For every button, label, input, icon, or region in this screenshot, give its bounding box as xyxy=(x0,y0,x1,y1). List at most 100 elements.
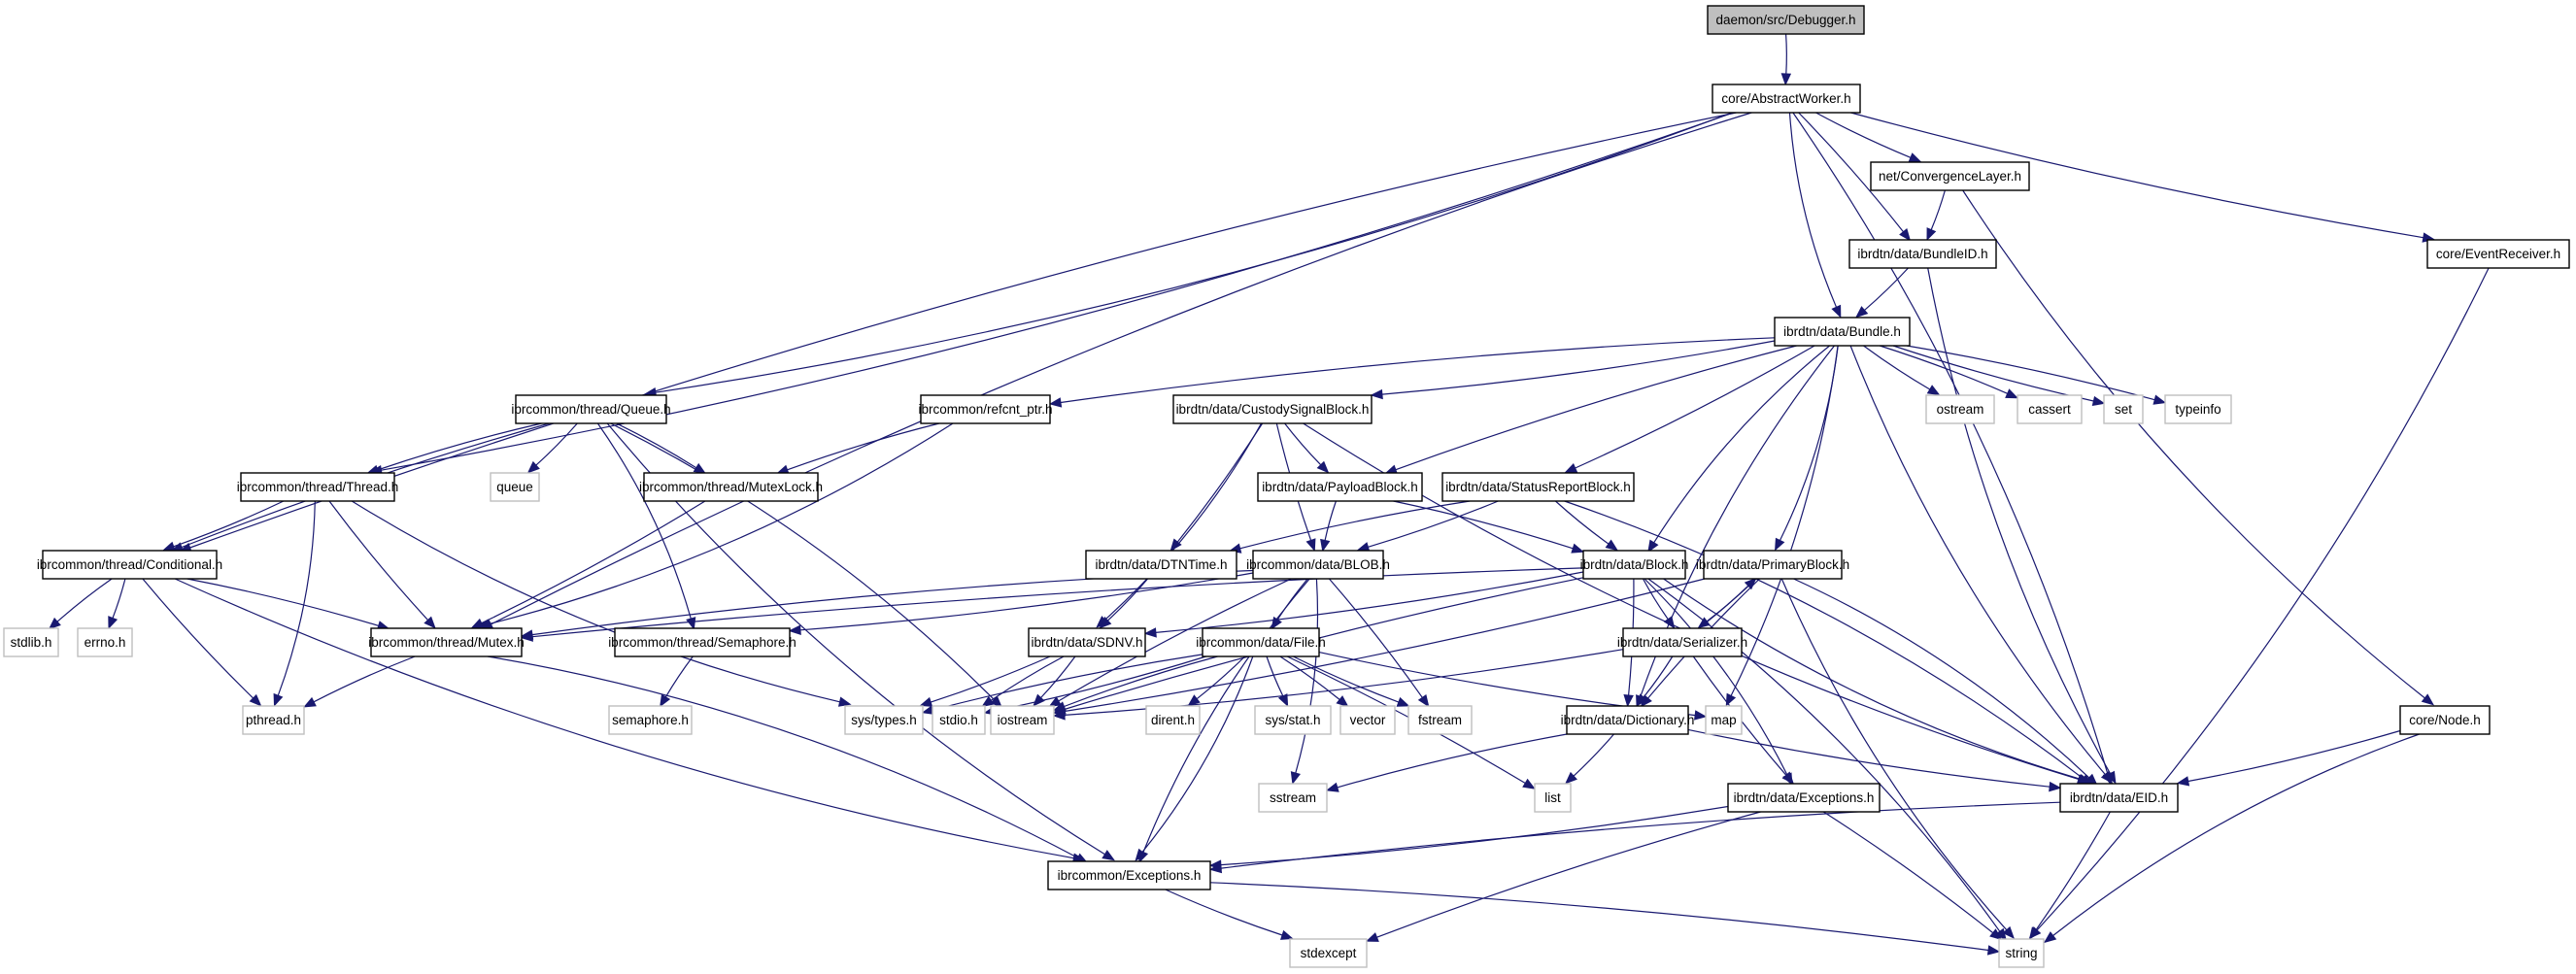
node-dtnexceptions[interactable]: ibrdtn/data/Exceptions.h xyxy=(1727,783,1881,813)
node-abstractworker[interactable]: core/AbstractWorker.h xyxy=(1712,84,1861,114)
node-box xyxy=(370,627,523,657)
edge-abstractworker-to-convergencelayer xyxy=(1815,112,1922,163)
edge-line xyxy=(1064,578,1706,713)
edge-line xyxy=(1644,578,1788,776)
node-conditional[interactable]: ibrcommon/thread/Conditional.h xyxy=(37,550,222,580)
node-box xyxy=(608,705,693,735)
node-label: stdexcept xyxy=(1301,946,1357,960)
node-block[interactable]: ibrdtn/data/Block.h xyxy=(1580,550,1689,580)
node-box xyxy=(242,705,305,735)
edge-dtnexceptions-to-stdexcept xyxy=(1365,811,1761,942)
node-label: ibrcommon/Exceptions.h xyxy=(1058,868,1202,883)
arrowhead-icon xyxy=(1052,701,1067,712)
edge-bundle-to-refcnt xyxy=(1048,337,1776,408)
arrowhead-icon xyxy=(1048,696,1062,708)
node-label: ibrdtn/data/StatusReportBlock.h xyxy=(1445,480,1631,494)
node-debugger[interactable]: daemon/src/Debugger.h xyxy=(1707,5,1865,35)
edge-line xyxy=(1040,655,1076,698)
edge-line xyxy=(990,655,1065,701)
edge-queue-to-iostream xyxy=(610,422,1003,709)
node-box xyxy=(1774,317,1911,347)
arrowhead-icon xyxy=(1417,693,1430,708)
node-refcnt[interactable]: ibrcommon/refcnt_ptr.h xyxy=(918,394,1053,424)
edge-thread-to-pthread xyxy=(273,500,316,707)
node-dirent: dirent.h xyxy=(1145,705,1201,735)
node-serializer[interactable]: ibrdtn/data/Serializer.h xyxy=(1617,627,1747,657)
edge-line xyxy=(1064,649,1624,716)
node-bundleid[interactable]: ibrdtn/data/BundleID.h xyxy=(1848,239,1997,269)
edge-line xyxy=(1930,189,1946,230)
node-dictionary[interactable]: ibrdtn/data/Dictionary.h xyxy=(1561,705,1695,735)
arrowhead-icon xyxy=(1565,771,1577,785)
node-stdio: stdio.h xyxy=(932,705,986,735)
edge-line xyxy=(1849,345,2106,775)
arrowhead-icon xyxy=(2421,693,2435,706)
node-errno: errno.h xyxy=(77,627,133,657)
arrowhead-icon xyxy=(1989,928,2003,941)
node-label: ibrcommon/thread/MutexLock.h xyxy=(639,480,823,494)
node-ostream: ostream xyxy=(1925,394,1995,424)
node-custody[interactable]: ibrdtn/data/CustodySignalBlock.h xyxy=(1172,394,1373,424)
node-box xyxy=(1870,161,2030,191)
edge-line xyxy=(1642,578,1669,620)
node-convergencelayer[interactable]: net/ConvergenceLayer.h xyxy=(1870,161,2030,191)
edge-thread-to-mutex xyxy=(328,500,436,629)
node-label: ibrcommon/refcnt_ptr.h xyxy=(918,402,1052,417)
node-exceptions[interactable]: ibrcommon/Exceptions.h xyxy=(1047,860,1211,890)
node-box xyxy=(2059,783,2179,813)
node-label: vector xyxy=(1350,713,1386,727)
node-sysstat: sys/stat.h xyxy=(1254,705,1332,735)
node-mutex[interactable]: ibrcommon/thread/Mutex.h xyxy=(368,627,525,657)
node-payload[interactable]: ibrdtn/data/PayloadBlock.h xyxy=(1257,472,1423,502)
node-node[interactable]: core/Node.h xyxy=(2399,705,2491,735)
edge-line xyxy=(1381,340,1776,395)
edge-line xyxy=(1850,112,2423,239)
edge-eventreceiver-to-string xyxy=(2028,267,2490,939)
edge-bundle-to-block xyxy=(1647,345,1830,554)
edge-line xyxy=(1324,500,1337,541)
arrowhead-icon xyxy=(660,693,671,708)
arrowhead-icon xyxy=(1781,771,1794,785)
node-dtntime[interactable]: ibrdtn/data/DTNTime.h xyxy=(1085,550,1237,580)
edge-file-to-vector xyxy=(1279,655,1349,708)
node-bundle[interactable]: ibrdtn/data/Bundle.h xyxy=(1774,317,1911,347)
node-typeinfo: typeinfo xyxy=(2164,394,2232,424)
arrowhead-icon xyxy=(1187,694,1201,707)
edge-exceptions-to-stdexcept xyxy=(1165,889,1294,940)
node-box xyxy=(1202,627,1320,657)
arrowhead-icon xyxy=(526,460,540,474)
node-label: ibrdtn/data/SDNV.h xyxy=(1031,635,1142,650)
node-sdnv[interactable]: ibrdtn/data/SDNV.h xyxy=(1028,627,1146,657)
edge-line xyxy=(1393,500,1574,550)
edge-block-to-eid xyxy=(1663,578,2092,785)
edge-line xyxy=(487,655,1078,858)
node-primaryblock[interactable]: ibrdtn/data/PrimaryBlock.h xyxy=(1696,550,1849,580)
node-eid[interactable]: ibrdtn/data/EID.h xyxy=(2059,783,2179,813)
edge-convergencelayer-to-bundleid xyxy=(1926,189,1946,242)
edge-line xyxy=(1060,337,1776,404)
node-mutexlock[interactable]: ibrcommon/thread/MutexLock.h xyxy=(639,472,823,502)
node-eventreceiver[interactable]: core/EventReceiver.h xyxy=(2426,239,2570,269)
arrowhead-icon xyxy=(1775,537,1785,552)
arrowhead-icon xyxy=(108,616,119,630)
node-thread[interactable]: ibrcommon/thread/Thread.h xyxy=(237,472,399,502)
edge-line xyxy=(488,422,954,625)
edge-line xyxy=(1785,33,1787,75)
node-label: ibrdtn/data/Bundle.h xyxy=(1783,324,1901,339)
arrowhead-icon xyxy=(1571,543,1585,554)
node-file[interactable]: ibrcommon/data/File.h xyxy=(1196,627,1326,657)
edge-dictionary-to-list xyxy=(1565,733,1614,785)
node-statusreport[interactable]: ibrdtn/data/StatusReportBlock.h xyxy=(1441,472,1635,502)
node-blob[interactable]: ibrcommon/data/BLOB.h xyxy=(1246,550,1390,580)
node-label: sys/stat.h xyxy=(1265,713,1320,727)
node-cassert: cassert xyxy=(2017,394,2083,424)
edge-line xyxy=(1239,500,1471,550)
arrowhead-icon xyxy=(1855,306,1869,319)
arrowhead-icon xyxy=(2152,394,2167,405)
node-box xyxy=(1047,860,1211,890)
arrowhead-icon xyxy=(1325,782,1339,792)
node-semaphore[interactable]: ibrcommon/thread/Semaphore.h xyxy=(608,627,797,657)
edge-line xyxy=(1209,882,1989,952)
node-queue[interactable]: ibrcommon/thread/Queue.h xyxy=(511,394,671,424)
